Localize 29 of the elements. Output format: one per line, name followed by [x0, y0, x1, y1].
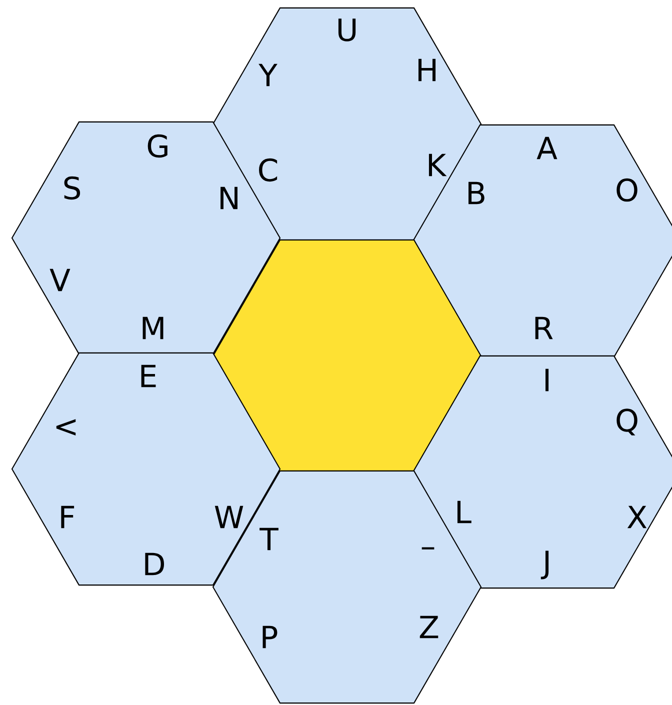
letter-label: O	[616, 178, 638, 202]
letter-label: K	[428, 154, 447, 176]
letter-label: D	[145, 552, 164, 576]
letter-label: J	[540, 550, 549, 580]
letter-label: N	[220, 186, 238, 210]
letter-label: Z	[420, 616, 438, 638]
letter-label: <	[56, 419, 76, 436]
letter-label: E	[141, 364, 156, 388]
center-hexagon	[212, 239, 482, 473]
letter-label: F	[61, 506, 74, 528]
letter-label: A	[536, 136, 558, 160]
letter-label: X	[627, 506, 647, 528]
letter-label: Q	[616, 408, 638, 436]
letter-label: U	[338, 18, 356, 42]
letter-label: L	[457, 500, 472, 524]
letter-label: V	[50, 268, 70, 292]
letter-label: P	[262, 626, 278, 648]
letter-label: W	[214, 506, 244, 528]
letter-label: M	[142, 316, 164, 340]
letter-label: R	[535, 316, 553, 340]
letter-label: I	[546, 368, 549, 392]
letter-label: S	[64, 176, 80, 200]
letter-label: H	[418, 58, 436, 82]
letter-label: T	[260, 528, 278, 550]
letter-label: Y	[258, 64, 278, 86]
letter-label: G	[148, 134, 168, 158]
letter-label: –	[422, 547, 434, 550]
letter-label: B	[468, 182, 484, 204]
letter-label: C	[259, 158, 278, 182]
